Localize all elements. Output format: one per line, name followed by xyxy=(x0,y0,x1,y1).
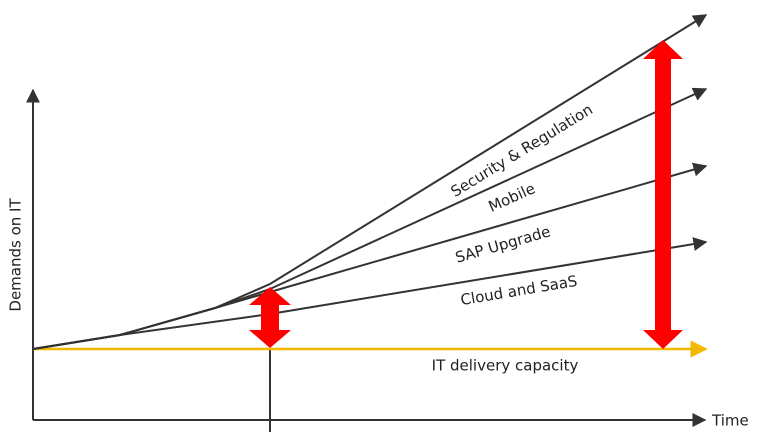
gap-arrow-future xyxy=(643,40,683,349)
trend-line-cloud xyxy=(32,237,708,350)
x-axis-label: Time xyxy=(711,412,749,430)
trend-line-sap xyxy=(32,162,708,350)
label-cloud: Cloud and SaaS xyxy=(459,272,578,309)
gap-arrow-now xyxy=(249,287,291,348)
label-capacity: IT delivery capacity xyxy=(432,357,579,375)
label-sap: SAP Upgrade xyxy=(453,222,552,266)
y-axis-label: Demands on IT xyxy=(7,198,25,312)
trend-line-security xyxy=(32,14,708,350)
label-mobile: Mobile xyxy=(486,179,538,215)
trend-line-mobile xyxy=(32,87,708,350)
